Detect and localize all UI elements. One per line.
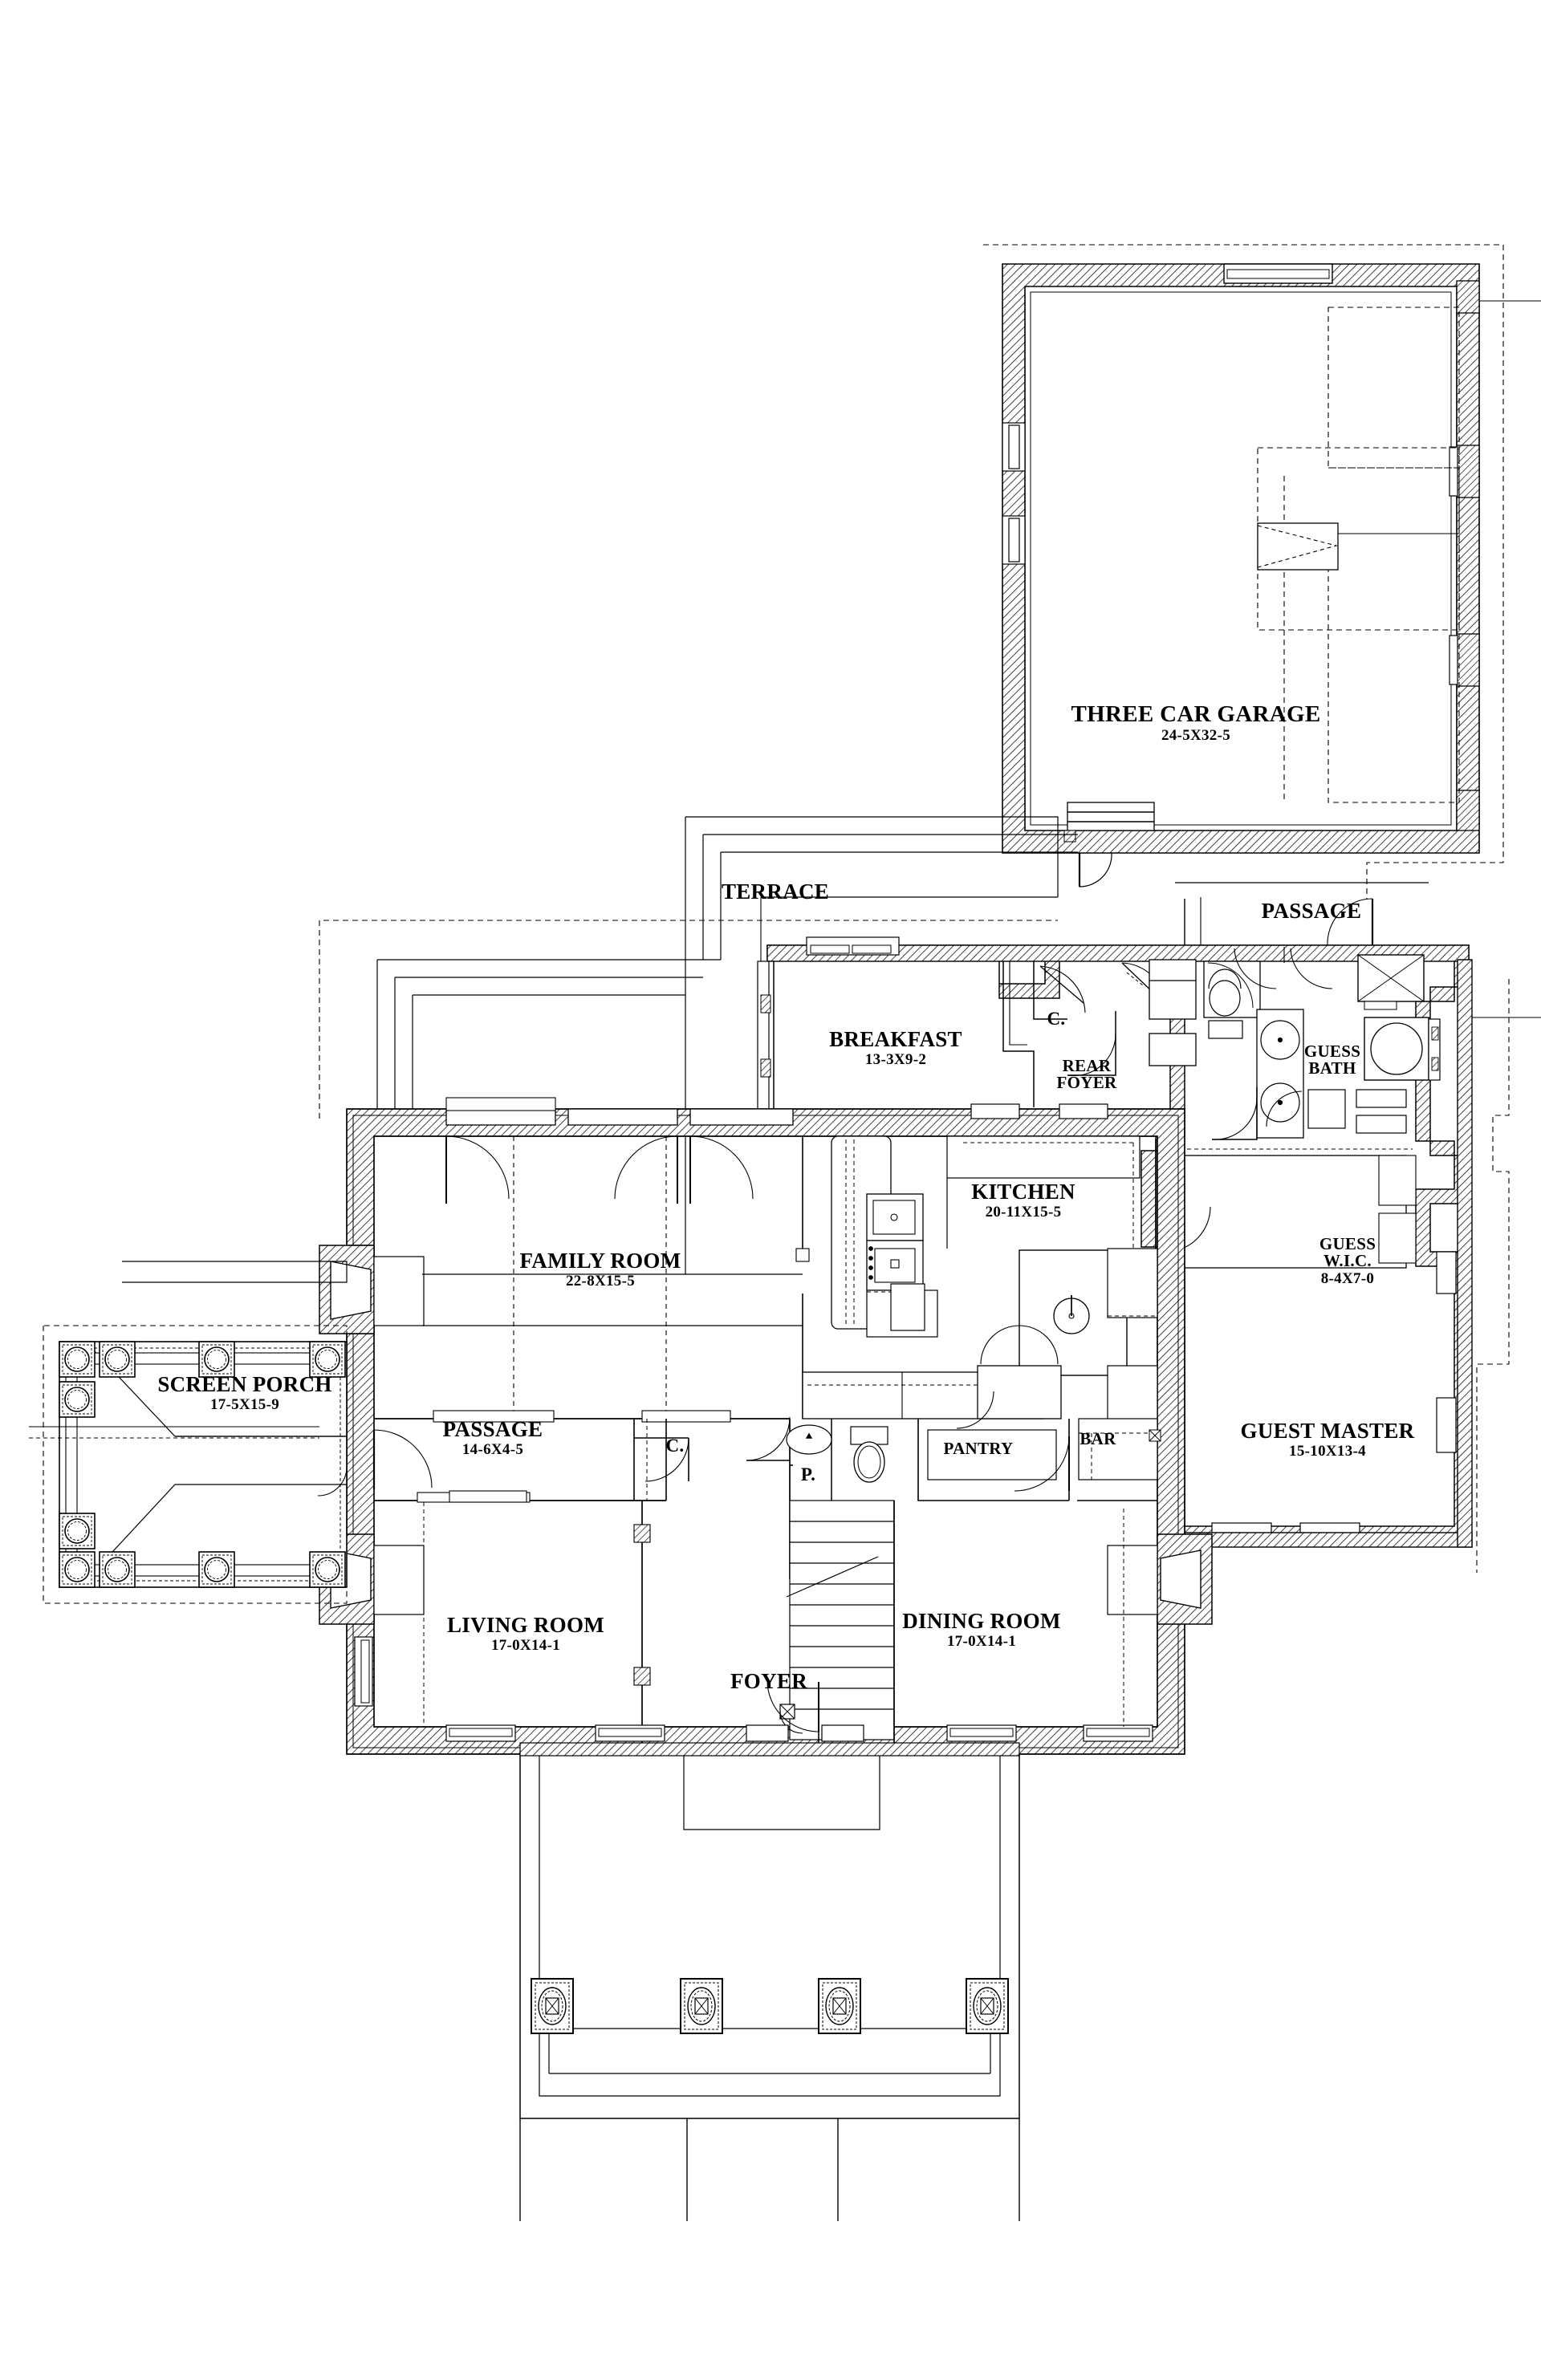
room-name: THREE CAR GARAGE (1071, 701, 1321, 727)
room-name: DINING ROOM (902, 1609, 1061, 1633)
room-dimensions: 24-5X32-5 (1161, 726, 1231, 744)
room-label-closet-rear: C. (1047, 1009, 1066, 1029)
room-label-family-room: FAMILY ROOM 22-8X15-5 (519, 1249, 681, 1290)
room-label-three-car-garage: THREE CAR GARAGE 24-5X32-5 (1071, 701, 1321, 744)
terrace-block (319, 816, 1078, 1274)
room-label-terrace: TERRACE (721, 879, 830, 904)
room-name: PANTRY (943, 1439, 1014, 1458)
room-name-line-2: BATH (1308, 1058, 1356, 1078)
room-label-passage-main: PASSAGE 14-6X4-5 (442, 1417, 543, 1458)
room-dimensions: 8-4X7-0 (1320, 1269, 1375, 1287)
room-label-pantry: PANTRY (944, 1440, 1014, 1457)
front-porch-block (519, 1742, 1020, 2221)
room-label-breakfast: BREAKFAST 13-3X9-2 (829, 1027, 962, 1068)
room-name-line-1: GUESS (1303, 1042, 1361, 1061)
room-name: C. (665, 1436, 685, 1456)
room-label-kitchen: KITCHEN 20-11X15-5 (971, 1180, 1075, 1220)
room-name: SCREEN PORCH (157, 1372, 332, 1396)
room-label-rear-foyer: REAR FOYER (1056, 1056, 1117, 1093)
room-dimensions: 14-6X4-5 (461, 1440, 524, 1458)
room-name: P. (800, 1464, 816, 1484)
screen-porch-block (29, 1261, 348, 1604)
room-label-dining-room: DINING ROOM 17-0X14-1 (902, 1610, 1061, 1650)
room-name: GUEST MASTER (1240, 1419, 1415, 1443)
room-name-line-1: GUESS (1319, 1234, 1376, 1253)
room-dimensions: 17-5X15-9 (209, 1395, 280, 1413)
room-label-bar: BAR (1080, 1429, 1116, 1448)
room-dimensions: 22-8X15-5 (565, 1272, 636, 1290)
room-name: FOYER (730, 1669, 807, 1693)
main-house-body (319, 1097, 1213, 1757)
room-label-living-room: LIVING ROOM 17-0X14-1 (447, 1614, 604, 1654)
room-dimensions: 15-10X13-4 (1289, 1442, 1366, 1460)
garage-block (983, 244, 1541, 899)
room-name: BREAKFAST (829, 1027, 962, 1051)
room-name: LIVING ROOM (446, 1613, 605, 1637)
room-name: C. (1047, 1009, 1066, 1029)
room-name: KITCHEN (971, 1180, 1075, 1204)
room-name: BAR (1080, 1429, 1116, 1448)
room-label-guess-bath: GUESS BATH (1303, 1042, 1361, 1078)
room-label-guess-wic: GUESS W.I.C. 8-4X7-0 (1319, 1234, 1376, 1287)
room-label-foyer: FOYER (730, 1669, 807, 1693)
room-label-passage-rear: PASSAGE (1262, 900, 1362, 923)
room-name-line-1: REAR (1062, 1056, 1112, 1075)
room-dimensions: 17-0X14-1 (946, 1632, 1017, 1650)
room-name: TERRACE (721, 879, 830, 904)
rear-wing (757, 882, 1541, 1573)
room-name-line-2: W.I.C. (1323, 1251, 1372, 1271)
room-dimensions: 17-0X14-1 (490, 1636, 561, 1654)
room-name: PASSAGE (442, 1417, 543, 1441)
room-name: PASSAGE (1261, 899, 1362, 923)
room-label-guest-master: GUEST MASTER 15-10X13-4 (1240, 1419, 1415, 1460)
room-name: FAMILY ROOM (519, 1249, 681, 1273)
room-label-screen-porch: SCREEN PORCH 17-5X15-9 (157, 1372, 332, 1413)
room-label-powder: P. (801, 1465, 815, 1484)
room-label-closet-main: C. (665, 1436, 685, 1456)
room-dimensions: 20-11X15-5 (985, 1203, 1062, 1220)
room-dimensions: 13-3X9-2 (864, 1050, 927, 1068)
room-name-line-2: FOYER (1056, 1073, 1117, 1093)
